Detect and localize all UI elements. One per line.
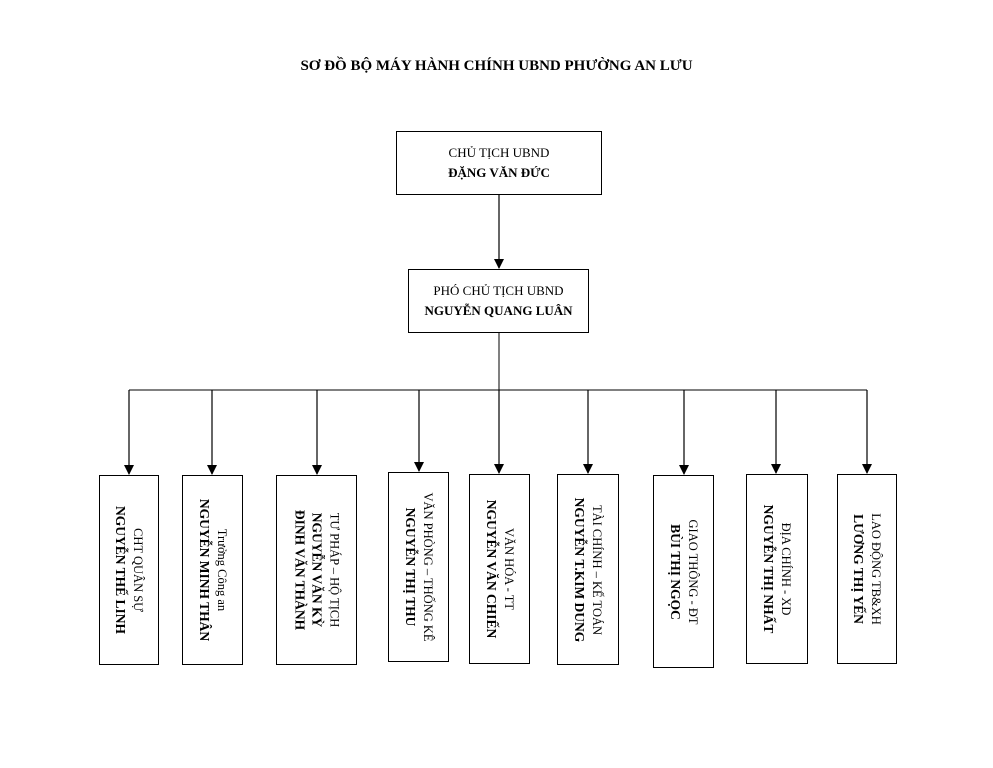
- department-person-name: ĐINH VĂN THÀNH: [292, 509, 307, 631]
- department-role: CHT QUÂN SỰ: [131, 528, 145, 612]
- department-role: ĐỊA CHÍNH - XD: [779, 522, 793, 616]
- vice-chairman-box: PHÓ CHỦ TỊCH UBND NGUYỄN QUANG LUÂN: [408, 269, 589, 333]
- department-role: Trưởng Công an: [214, 528, 229, 612]
- branch-arrows: [124, 390, 872, 475]
- department-person-name: NGUYỄN VĂN KỲ: [309, 512, 324, 628]
- department-role: VĂN HÓA - TT: [501, 527, 516, 611]
- department-person-name: NGUYỄN THỊ NHẤT: [761, 504, 776, 634]
- chairman-name: ĐẶNG VĂN ĐỨC: [448, 165, 550, 180]
- department-person-name: LƯƠNG THỊ YẾN: [851, 514, 866, 624]
- department-person-name: NGUYỄN MINH THÂN: [196, 498, 212, 642]
- vice-chairman-name: NGUYỄN QUANG LUÂN: [424, 303, 573, 318]
- vice-chairman-role: PHÓ CHỦ TỊCH UBND: [433, 283, 564, 298]
- department-person-name: NGUYỄN THỊ THU: [402, 507, 418, 627]
- chairman-box: CHỦ TỊCH UBND ĐẶNG VĂN ĐỨC: [396, 131, 602, 195]
- department-person-name: NGUYỄN THẾ LINH: [113, 505, 128, 635]
- department-role: VĂN PHÒNG – THỐNG KÊ: [420, 492, 435, 642]
- chairman-role: CHỦ TỊCH UBND: [448, 145, 550, 160]
- department-person-name: BÙI THỊ NGỌC: [667, 523, 683, 620]
- department-role: TÀI CHÍNH – KẾ TOÁN: [590, 504, 604, 635]
- department-role: LAO ĐỘNG TB&XH: [869, 513, 883, 625]
- department-person-name: NGUYỄN T.KIM DUNG: [572, 497, 587, 642]
- department-role: TƯ PHÁP – HỘ TỊCH: [327, 512, 341, 628]
- chart-title: SƠ ĐỒ BỘ MÁY HÀNH CHÍNH UBND PHƯỜNG AN L…: [300, 58, 693, 74]
- department-person-name: NGUYỄN VĂN CHIẾN: [483, 499, 499, 639]
- department-role: GIAO THÔNG - ĐT: [685, 519, 700, 624]
